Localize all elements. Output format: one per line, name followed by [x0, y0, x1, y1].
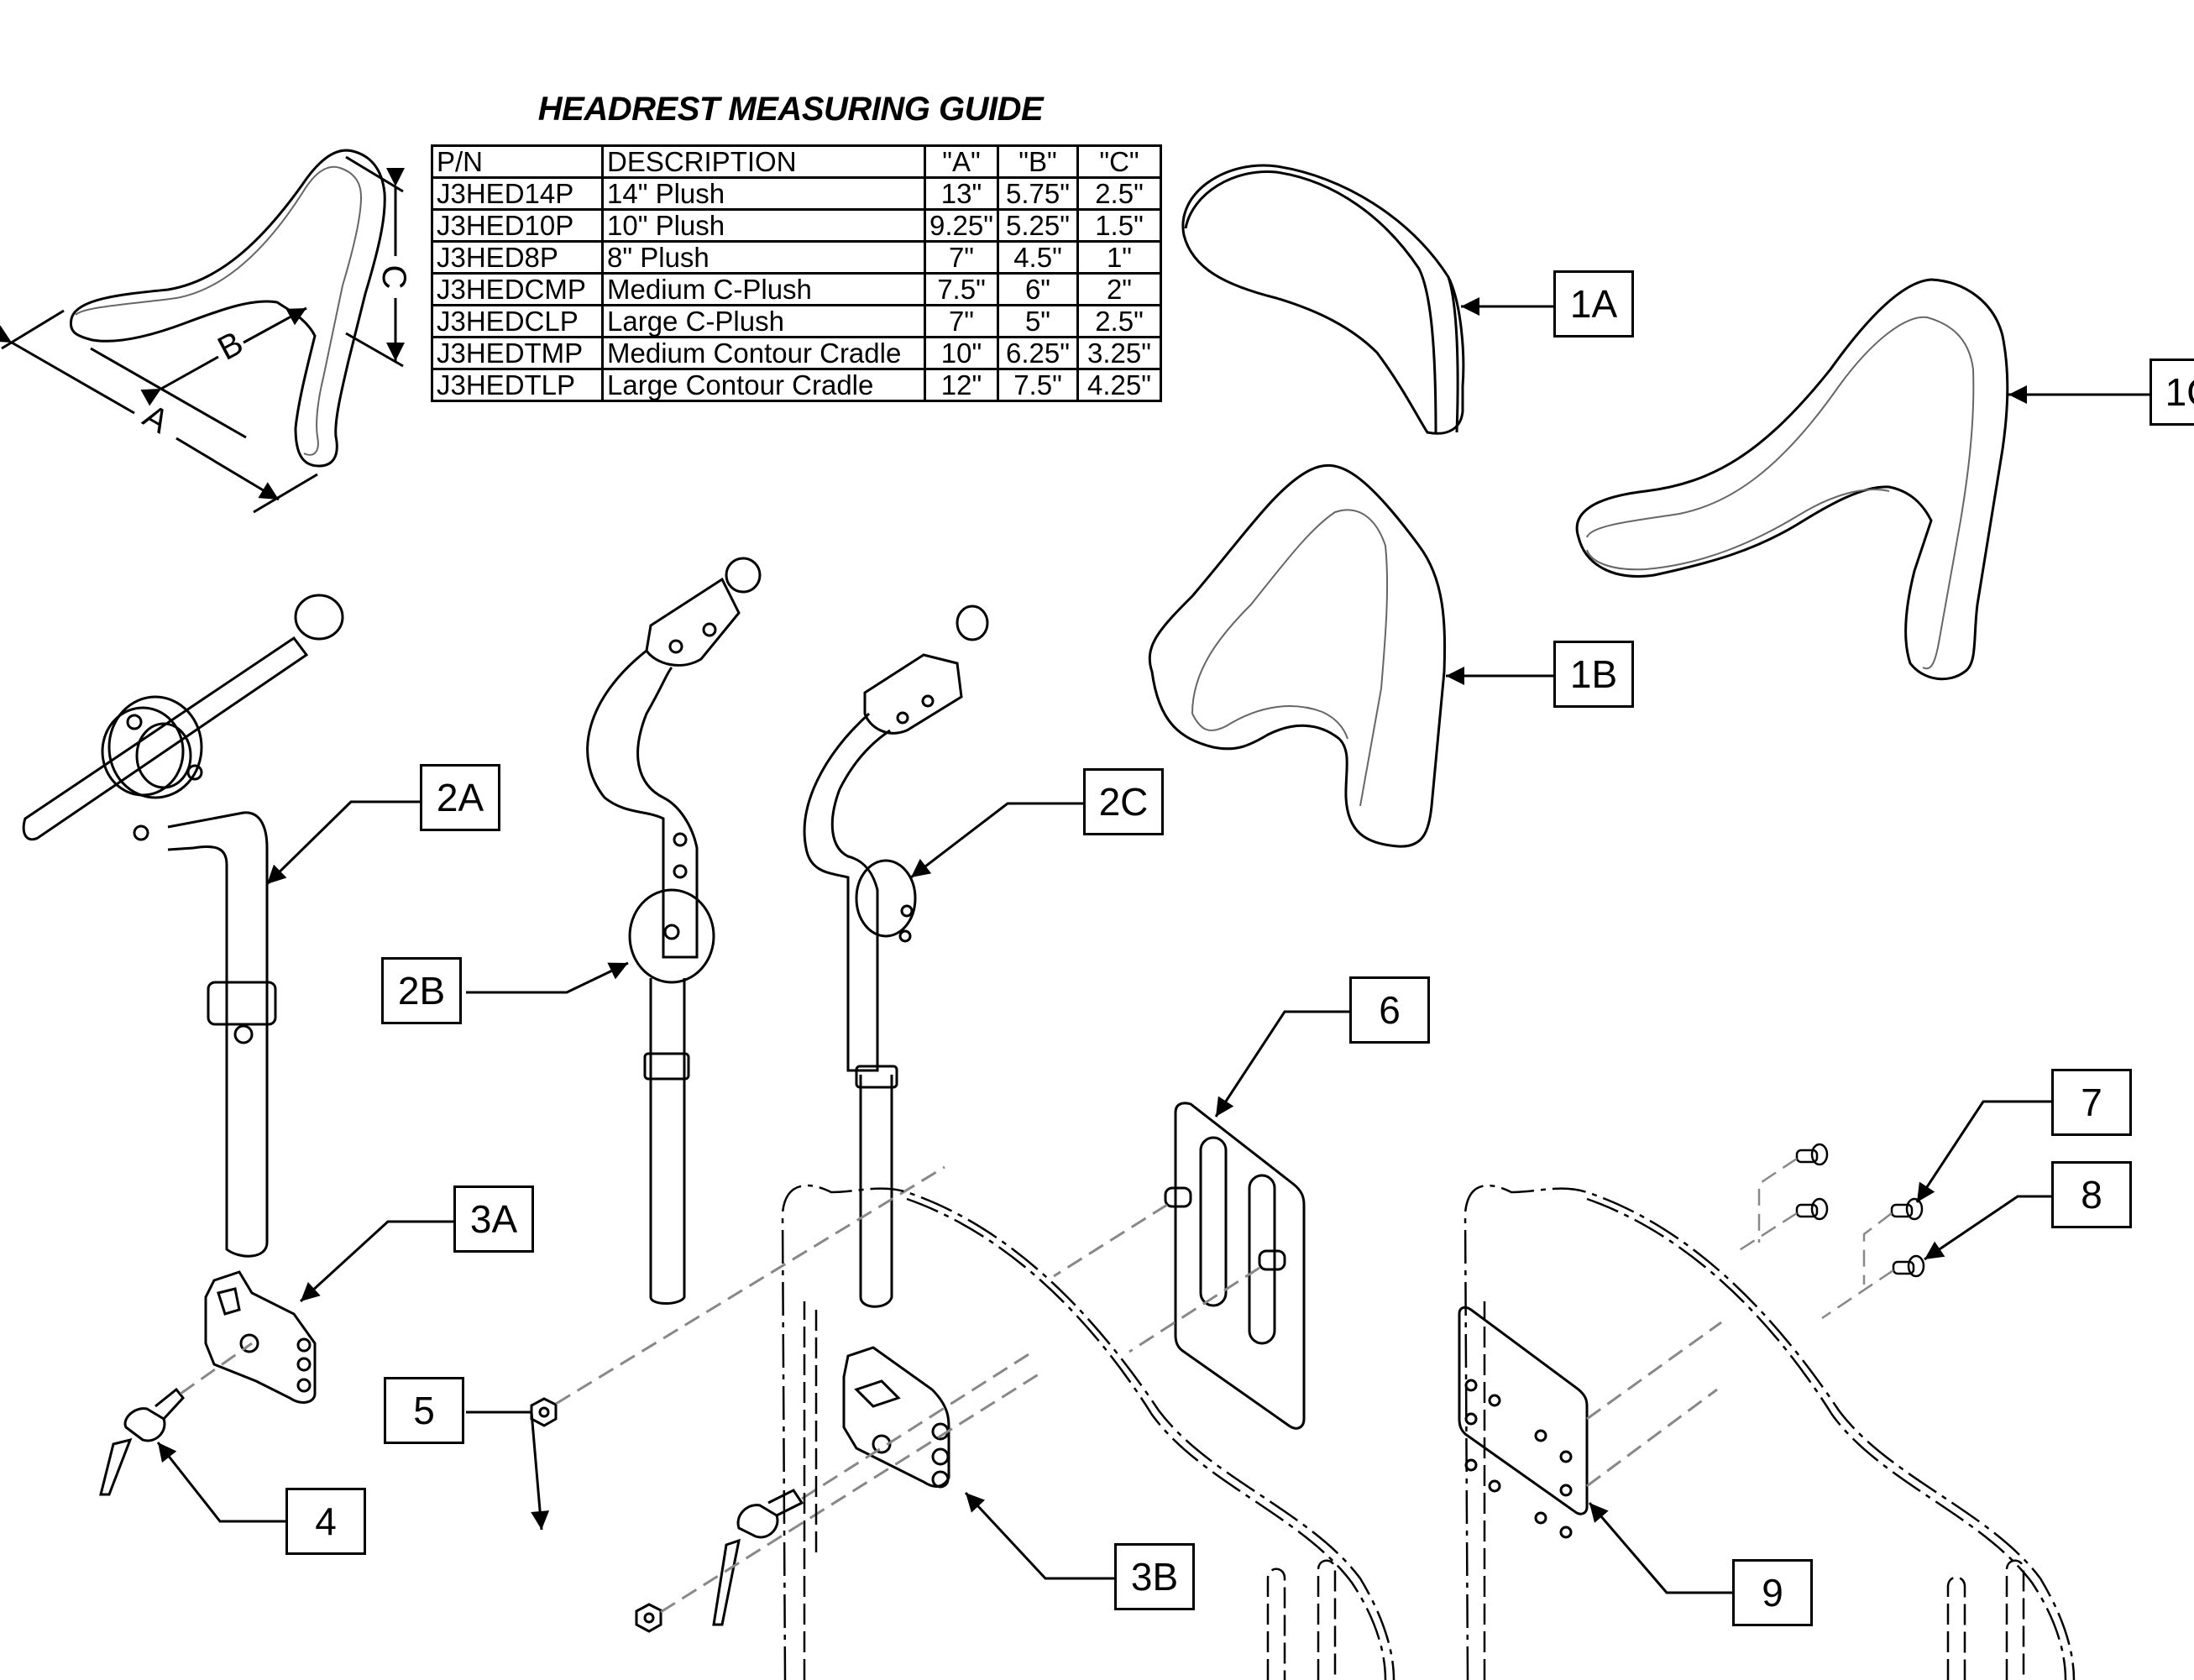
callout-3a: 3A	[453, 1185, 534, 1253]
callout-1a: 1A	[1553, 270, 1634, 338]
hardware-2a	[22, 594, 344, 1258]
table-row: J3HED10P 10" Plush 9.25" 5.25" 1.5"	[431, 208, 1162, 243]
axis-lines-7-8	[1737, 1157, 1894, 1320]
dimension-line-b	[140, 306, 307, 406]
table-row: J3HEDTMP Medium Contour Cradle 10" 6.25"…	[431, 336, 1162, 370]
cell-description: Large Contour Cradle	[601, 368, 926, 402]
cell-description: Medium C-Plush	[601, 272, 926, 306]
cell-a: 9.25"	[924, 208, 999, 243]
bracket-3b	[842, 1346, 950, 1489]
cell-pn: J3HEDTLP	[431, 368, 604, 402]
cell-a: 10"	[924, 336, 999, 370]
hardware-2c	[803, 604, 989, 1308]
axis-lines-6	[1053, 1203, 1260, 1353]
cell-c: 3.25"	[1076, 336, 1162, 370]
headrest-1c	[1575, 278, 2009, 681]
callout-2b: 2B	[381, 957, 462, 1024]
cell-c: 2.5"	[1076, 176, 1162, 211]
axis-line-4	[180, 1342, 253, 1395]
cell-c: 1"	[1076, 240, 1162, 275]
cell-description: 10" Plush	[601, 208, 926, 243]
axis-lines-5	[555, 1165, 1042, 1614]
measuring-guide-table: P/N DESCRIPTION "A" "B" "C" J3HED14P 14"…	[431, 144, 1162, 402]
measuring-guide-headrest	[69, 149, 386, 468]
cell-c: 4.25"	[1076, 368, 1162, 402]
nut-5	[530, 1397, 662, 1633]
dimension-line-a	[0, 309, 318, 514]
dimension-label-c: C	[375, 265, 412, 290]
cell-description: 8" Plush	[601, 240, 926, 275]
table-header-row: P/N DESCRIPTION "A" "B" "C"	[431, 144, 1162, 179]
back-plate-right-slots	[1483, 1301, 2025, 1680]
cell-pn: J3HEDCLP	[431, 304, 604, 338]
header-c: "C"	[1076, 144, 1162, 179]
cell-b: 6"	[997, 272, 1079, 306]
cell-c: 2"	[1076, 272, 1162, 306]
dimension-line-c	[345, 155, 405, 368]
cell-pn: J3HED14P	[431, 176, 604, 211]
dimension-label-a: A	[137, 397, 175, 441]
cell-pn: J3HED8P	[431, 240, 604, 275]
callout-3b: 3B	[1114, 1543, 1195, 1610]
table-row: J3HEDCLP Large C-Plush 7" 5" 2.5"	[431, 304, 1162, 338]
callout-5: 5	[384, 1377, 464, 1444]
callout-2c: 2C	[1083, 768, 1164, 835]
callout-6: 6	[1349, 976, 1430, 1044]
callout-1b: 1B	[1553, 641, 1634, 708]
leader-lines	[156, 297, 2149, 1594]
table-row: J3HEDTLP Large Contour Cradle 12" 7.5" 4…	[431, 368, 1162, 402]
table-row: J3HED14P 14" Plush 13" 5.75" 2.5"	[431, 176, 1162, 211]
callout-9: 9	[1732, 1559, 1813, 1626]
cell-a: 7"	[924, 304, 999, 338]
cell-b: 4.5"	[997, 240, 1079, 275]
guide-title: HEADREST MEASURING GUIDE	[537, 91, 1044, 128]
cell-description: Medium Contour Cradle	[601, 336, 926, 370]
cell-a: 7"	[924, 240, 999, 275]
cell-pn: J3HEDTMP	[431, 336, 604, 370]
headrest-1b	[1148, 463, 1447, 848]
hardware-2b	[586, 557, 762, 1305]
bracket-3a	[204, 1270, 317, 1404]
cell-pn: J3HEDCMP	[431, 272, 604, 306]
headrest-1a	[1181, 164, 1465, 435]
header-description: DESCRIPTION	[601, 144, 926, 179]
callout-2a: 2A	[420, 764, 500, 831]
back-plate-left	[781, 1184, 1395, 1680]
cell-b: 6.25"	[997, 336, 1079, 370]
cell-a: 7.5"	[924, 272, 999, 306]
callout-7: 7	[2051, 1069, 2132, 1136]
header-pn: P/N	[431, 144, 604, 179]
callout-8: 8	[2051, 1161, 2132, 1228]
cell-a: 13"	[924, 176, 999, 211]
slotted-plate-6	[1164, 1102, 1306, 1430]
header-a: "A"	[924, 144, 999, 179]
cell-description: 14" Plush	[601, 176, 926, 211]
back-plate-left-slots	[803, 1301, 1337, 1680]
callout-1c: 1C	[2149, 359, 2194, 426]
cell-description: Large C-Plush	[601, 304, 926, 338]
callout-4: 4	[285, 1488, 366, 1555]
table-row: J3HED8P 8" Plush 7" 4.5" 1"	[431, 240, 1162, 275]
square-plate-9	[1458, 1306, 1589, 1539]
cell-b: 5"	[997, 304, 1079, 338]
cell-a: 12"	[924, 368, 999, 402]
back-plate-right	[1464, 1184, 2076, 1680]
lever-4	[99, 1387, 185, 1496]
lever-3b	[712, 1489, 804, 1626]
header-b: "B"	[997, 144, 1079, 179]
cell-b: 5.25"	[997, 208, 1079, 243]
cell-pn: J3HED10P	[431, 208, 604, 243]
cell-c: 2.5"	[1076, 304, 1162, 338]
cell-b: 5.75"	[997, 176, 1079, 211]
table-row: J3HEDCMP Medium C-Plush 7.5" 6" 2"	[431, 272, 1162, 306]
cell-b: 7.5"	[997, 368, 1079, 402]
cell-c: 1.5"	[1076, 208, 1162, 243]
dimension-label-b: B	[212, 324, 249, 367]
axis-lines-9	[1586, 1321, 1722, 1488]
bolts-7-8	[1795, 1143, 1925, 1278]
